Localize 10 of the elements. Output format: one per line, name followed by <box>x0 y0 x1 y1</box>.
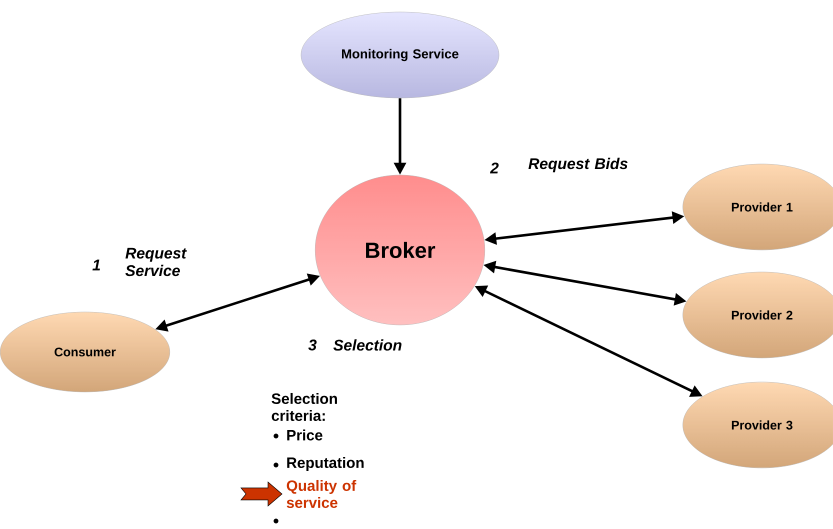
list-heading: Selection criteria: <box>272 392 337 421</box>
highlighted-list-item: Quality of service <box>286 480 356 508</box>
step-label: Selection <box>333 339 402 351</box>
list-item: Reputation <box>287 457 364 471</box>
step-label: Request Bids <box>528 158 628 172</box>
step-number: 2 <box>490 162 499 174</box>
list-item: Price <box>287 429 322 440</box>
step-number: 3 <box>308 340 317 350</box>
step-label: Request Service <box>125 248 187 276</box>
step-number: 1 <box>92 260 100 270</box>
